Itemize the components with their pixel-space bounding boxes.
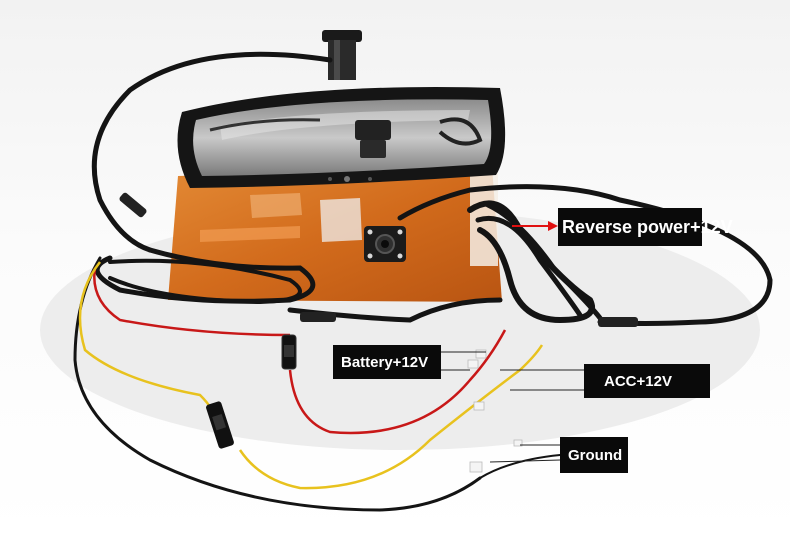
backup-camera — [364, 226, 406, 262]
wire-tags — [467, 349, 523, 473]
ground-label: Ground — [560, 437, 628, 473]
yellow-wire — [78, 261, 544, 490]
black-cables — [73, 51, 773, 512]
pointer-lines — [440, 351, 584, 463]
red-arrow-icon — [512, 221, 558, 231]
cable-connectors — [119, 192, 638, 327]
mirror-mount — [322, 30, 362, 80]
battery-label: Battery+12V — [333, 345, 441, 379]
reverse-power-label: Reverse power+12V — [558, 208, 733, 246]
rearview-mirror — [177, 87, 506, 188]
red-wire — [93, 267, 507, 435]
acc-label: ACC+12V — [584, 364, 710, 398]
